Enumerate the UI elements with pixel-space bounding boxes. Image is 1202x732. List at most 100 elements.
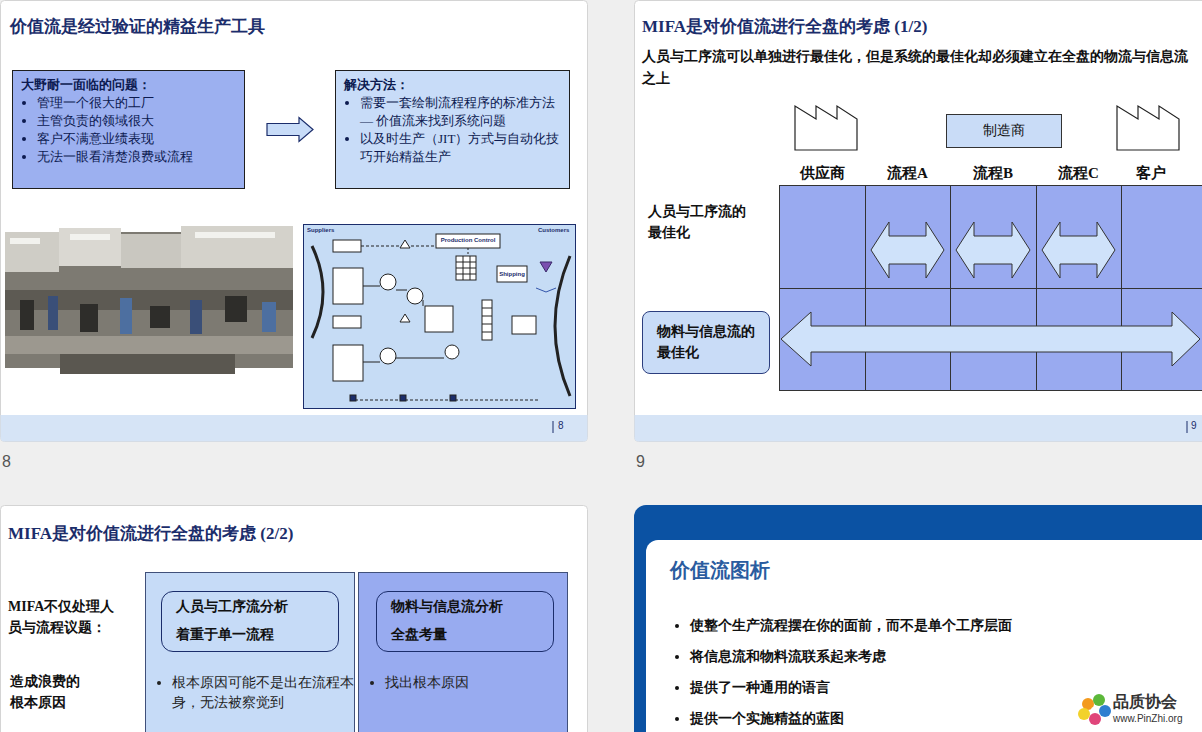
- text-group: 价值流是经过验证的精益生产工具: [10, 16, 570, 38]
- factory-photo: [262, 302, 276, 332]
- factory-photo: [59, 228, 121, 266]
- bullet-text: 无法一眼看清楚浪费或流程: [37, 148, 236, 166]
- value-stream-map: [304, 225, 576, 409]
- factory-icon: [795, 106, 1179, 150]
- text-group: MIFA是对价值流进行全盘的考虑 (2/2): [8, 523, 568, 545]
- value-stream-map: [333, 240, 361, 252]
- optimization-grid: [780, 186, 1202, 391]
- solution-box: 解决方法：需要一套绘制流程程序的标准方法 — 价值流来找到系统问题以及时生产（J…: [335, 70, 570, 189]
- watermark-logo: [1099, 705, 1111, 717]
- value-stream-map: [450, 395, 456, 401]
- text-group: MIFA是对价值流进行全盘的考虑 (1/2): [642, 16, 1192, 38]
- factory-photo: [5, 226, 293, 374]
- watermark-logo: [1089, 713, 1101, 725]
- value-stream-map: [456, 256, 476, 280]
- box-heading: 物料与信息流分析: [391, 598, 539, 616]
- factory-photo: [120, 298, 132, 334]
- value-stream-map: [400, 240, 410, 248]
- slide-frame: [635, 1, 1202, 442]
- value-stream-map: [445, 345, 459, 359]
- map-label: Shipping: [498, 271, 526, 278]
- bullet-list: 根本原因可能不是出在流程本身，无法被察觉到: [158, 673, 362, 713]
- factory-photo: [80, 304, 98, 332]
- box-text: 全盘考量: [391, 626, 539, 644]
- value-stream-map: [400, 314, 410, 322]
- double-arrow: [956, 222, 1030, 278]
- bullet-text: 需要一套绘制流程程序的标准方法 — 价值流来找到系统问题: [360, 94, 561, 130]
- value-stream-map: [555, 256, 570, 396]
- column-header: 客户: [1121, 164, 1181, 183]
- value-stream-map: [425, 306, 453, 332]
- watermark-logo: [1078, 708, 1090, 720]
- slide-frame: [1187, 421, 1188, 433]
- optimization-grid: [779, 185, 1202, 390]
- slide-panel: 人员与工序流分析着重于单一流程根本原因可能不是出在流程本身，无法被察觉到物料与信…: [0, 505, 588, 732]
- slide-number: 8: [558, 420, 572, 432]
- analysis-column: 物料与信息流分析全盘考量找出根本原因: [358, 572, 568, 732]
- text-group: 人员与工序流可以单独进行最佳化，但是系统的最佳化却必须建立在全盘的物流与信息流之…: [642, 46, 1198, 90]
- watermark-logo: [1078, 694, 1111, 725]
- slide-panel: 制造商物料与信息流的最佳化 MIFA是对价值流进行全盘的考虑 (1/2) 人员与工序…: [634, 0, 1202, 442]
- column-header: 流程B: [950, 164, 1036, 183]
- value-stream-map: [482, 300, 492, 340]
- factory-icon: [795, 106, 857, 150]
- analysis-box: 人员与工序流分析着重于单一流程: [161, 591, 339, 652]
- value-stream-map: [350, 395, 356, 401]
- bullet-text: 管理一个很大的工厂: [37, 94, 236, 112]
- box-text: 物料与信息流的最佳化: [657, 321, 755, 363]
- box-text: 制造商: [951, 122, 1057, 140]
- slide-panel: 大野耐一面临的问题：管理一个很大的工厂主管负责的领域很大客户不满意业绩表现无法一…: [0, 0, 588, 442]
- bullet-text: 根本原因可能不是出在流程本身，无法被察觉到: [172, 673, 362, 713]
- column-header: 流程A: [865, 164, 950, 183]
- box-heading: 解决方法：: [344, 76, 561, 94]
- factory-photo: [225, 296, 247, 322]
- factory-photo: [5, 232, 59, 272]
- slide-frame: [1, 1, 588, 442]
- double-arrow: [871, 222, 944, 278]
- problem-box: 大野耐一面临的问题：管理一个很大的工厂主管负责的领域很大客户不满意业绩表现无法一…: [12, 70, 245, 189]
- block-arrow: [267, 118, 313, 142]
- factory-photo: [48, 296, 58, 330]
- text-group: 制造商: [951, 122, 1057, 140]
- factory-photo: [195, 232, 275, 238]
- value-stream-map: [380, 274, 396, 290]
- text-group: 全盘考量: [391, 626, 539, 644]
- factory-icon: [1117, 106, 1179, 150]
- value-stream-map: [497, 266, 527, 282]
- factory-photo: [190, 300, 202, 334]
- value-stream-map: [540, 262, 552, 272]
- side-label: 造成浪费的根本原因: [10, 671, 90, 713]
- watermark-logo: [1091, 707, 1097, 713]
- slide-frame: [1, 415, 588, 442]
- value-stream-map: [407, 288, 423, 304]
- map-label: Suppliers: [307, 227, 347, 234]
- text-group: 解决方法：: [344, 76, 561, 94]
- value-stream-map: [333, 268, 363, 304]
- bullet-text: 主管负责的领域很大: [37, 112, 236, 130]
- factory-photo: [150, 306, 170, 328]
- slide-frame: [1, 506, 588, 732]
- value-stream-map: [333, 316, 361, 328]
- text-group: 着重于单一流程: [176, 626, 324, 644]
- value-stream-map: [304, 225, 576, 409]
- slide-frame: [635, 415, 1202, 442]
- optimization-grid: [779, 185, 1202, 391]
- factory-photo: [181, 226, 293, 268]
- column-header: 供应商: [779, 164, 865, 183]
- watermark: www.PinZhi.org: [1113, 713, 1199, 725]
- value-stream-map: [468, 248, 469, 256]
- slide-title: MIFA是对价值流进行全盘的考虑 (2/2): [8, 523, 568, 545]
- slide-title: 价值流是经过验证的精益生产工具: [10, 16, 570, 38]
- value-stream-map: [333, 345, 363, 381]
- slide-frame: [553, 421, 554, 433]
- slide-number: 9: [1191, 420, 1201, 432]
- bullet-list: 需要一套绘制流程程序的标准方法 — 价值流来找到系统问题以及时生产（JIT）方式…: [344, 94, 561, 166]
- double-arrow: [781, 312, 1200, 366]
- bullet-list: 找出根本原因: [371, 673, 575, 693]
- analysis-column: 人员与工序流分析着重于单一流程根本原因可能不是出在流程本身，无法被察觉到: [145, 572, 355, 732]
- factory-photo: [10, 238, 40, 244]
- watermark: 品质协会: [1113, 692, 1199, 712]
- box-text: 着重于单一流程: [176, 626, 324, 644]
